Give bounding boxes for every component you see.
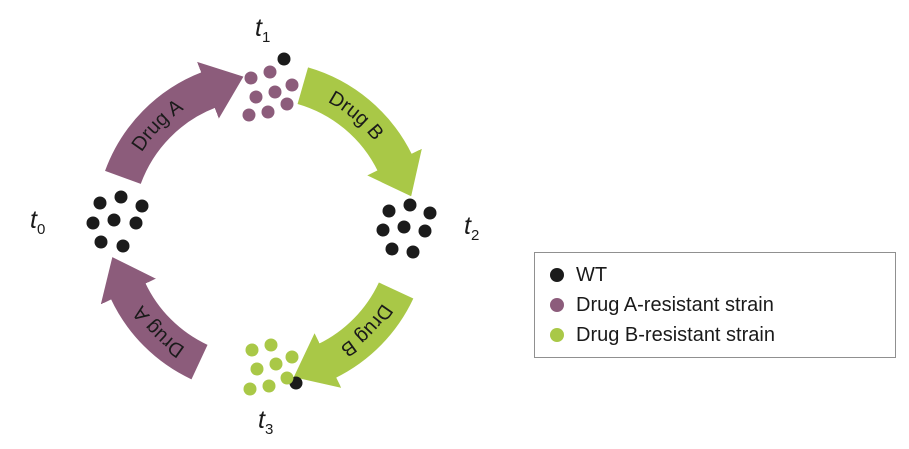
drug-b-resistant-dot (262, 379, 276, 393)
wt-dot (107, 213, 121, 227)
wt-dot (94, 235, 108, 249)
wt-dot-swatch (550, 268, 564, 282)
wt-dot (418, 224, 432, 238)
population-t2 (376, 198, 437, 259)
drug-a-resistant-dot (249, 90, 263, 104)
timepoint-base: t (464, 212, 471, 240)
legend-label-drug-b: Drug B-resistant strain (576, 323, 775, 346)
drug-b-resistant-dot (280, 371, 294, 385)
drug-a-resistant-dot (280, 97, 294, 111)
timepoint-base: t (258, 406, 265, 434)
wt-dot (277, 52, 291, 66)
drug-b-dot-swatch (550, 328, 564, 342)
population-t0 (86, 190, 149, 253)
legend-item-drug-a-resistant: Drug A-resistant strain (550, 293, 880, 317)
drug-a-resistant-dot (263, 65, 277, 79)
wt-dot (423, 206, 437, 220)
timepoint-sub: 3 (264, 421, 274, 438)
wt-dot (382, 204, 396, 218)
drug-a-resistant-dot (244, 71, 258, 85)
timepoint-label-t2: t2 (464, 212, 480, 244)
drug-b-resistant-dot (243, 382, 257, 396)
timepoint-base: t (255, 14, 262, 42)
wt-dot (385, 242, 399, 256)
drug-b-resistant-dot (250, 362, 264, 376)
drug-a-arrow-bottom-left (100, 257, 208, 380)
drug-a-dot-swatch (550, 298, 564, 312)
wt-dot (376, 223, 390, 237)
drug-a-arrow-top-left (105, 61, 244, 185)
legend-item-drug-b-resistant: Drug B-resistant strain (550, 323, 880, 347)
population-t3 (243, 338, 303, 396)
drug-a-resistant-dot (242, 108, 256, 122)
wt-dot (93, 196, 107, 210)
timepoint-label-t0: t0 (30, 206, 46, 238)
wt-dot (129, 216, 143, 230)
wt-dot (406, 245, 420, 259)
timepoint-label-t3: t3 (258, 406, 274, 438)
legend-item-wt: WT (550, 263, 880, 287)
wt-dot (135, 199, 149, 213)
timepoint-sub: 0 (36, 221, 46, 238)
wt-dot (397, 220, 411, 234)
timepoint-base: t (30, 206, 37, 234)
timepoint-label-t1: t1 (255, 14, 271, 46)
timepoint-sub: 1 (261, 29, 271, 46)
legend-label-wt: WT (576, 263, 608, 286)
wt-dot (86, 216, 100, 230)
drug-b-arrow-bottom-right (293, 281, 414, 388)
legend-label-drug-a: Drug A-resistant strain (576, 293, 774, 316)
drug-b-resistant-dot (285, 350, 299, 364)
drug-b-resistant-dot (264, 338, 278, 352)
drug-a-resistant-dot (268, 85, 282, 99)
population-t1 (242, 52, 299, 122)
wt-dot (116, 239, 130, 253)
wt-dot (114, 190, 128, 204)
wt-dot (403, 198, 417, 212)
drug-b-arrow-top-right (297, 67, 422, 197)
timepoint-sub: 2 (470, 227, 480, 244)
drug-b-resistant-dot (245, 343, 259, 357)
legend: WT Drug A-resistant strain Drug B-resist… (534, 252, 896, 358)
drug-a-resistant-dot (261, 105, 275, 119)
drug-a-resistant-dot (285, 78, 299, 92)
drug-b-resistant-dot (269, 357, 283, 371)
